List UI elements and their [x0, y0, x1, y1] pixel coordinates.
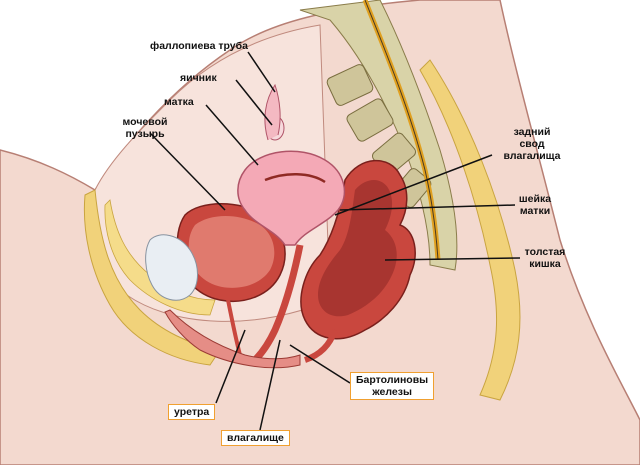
label-bladder: мочевой пузырь	[105, 116, 185, 140]
label-colon-line2: кишка	[529, 258, 561, 270]
urethral-canal	[226, 299, 242, 356]
back-fat-layer	[419, 59, 521, 401]
colon-inner	[318, 180, 397, 317]
label-posterior-fornix-line3: влагалища	[503, 150, 561, 162]
label-posterior-fornix-line2: свод	[519, 138, 545, 150]
label-urethra: уретра	[168, 404, 216, 420]
vaginal-canal	[252, 244, 304, 363]
label-bartholin-line1: Бартолиновы	[356, 374, 429, 386]
label-fallopian-tube: фаллопиева труба	[150, 40, 248, 52]
label-vagina: влагалище	[221, 430, 290, 446]
label-cervix-line2: матки	[519, 205, 551, 217]
rectum-canal	[303, 328, 338, 363]
label-ovary: яичник	[180, 72, 217, 84]
label-colon-line1: толстая	[524, 246, 566, 258]
spinal-nerve-outline	[364, 0, 439, 261]
uterus	[237, 150, 346, 246]
label-bladder-line2: пузырь	[125, 128, 165, 140]
uterine-cavity	[264, 173, 326, 184]
bladder-lumen	[188, 216, 275, 288]
leader-lines	[149, 51, 521, 431]
label-bartholin-glands: Бартолиновы железы	[350, 372, 435, 400]
vulva	[164, 309, 301, 369]
label-posterior-fornix-line1: задний	[513, 126, 551, 138]
label-colon: толстая кишка	[515, 246, 575, 270]
label-uterus: матка	[164, 96, 194, 108]
label-bladder-line1: мочевой	[122, 116, 168, 128]
label-cervix-line1: шейка	[518, 193, 552, 205]
label-bartholin-line2: железы	[372, 386, 412, 398]
pubic-bone	[145, 234, 198, 301]
sacrum	[299, 0, 458, 271]
fallopian-tube	[264, 83, 281, 141]
label-posterior-fornix: задний свод влагалища	[492, 126, 572, 162]
label-cervix: шейка матки	[505, 193, 565, 217]
